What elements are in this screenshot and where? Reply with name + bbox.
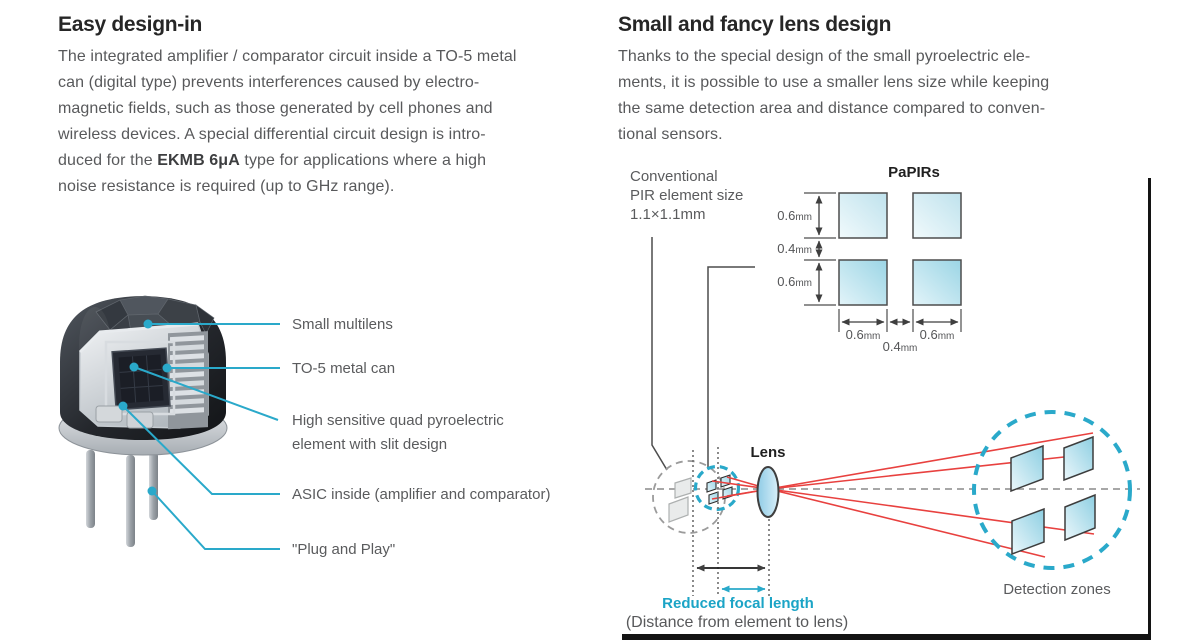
detection-zone-panels bbox=[1010, 435, 1096, 556]
sensor-pin bbox=[149, 452, 158, 520]
h-dim-1: 0.6mm bbox=[846, 327, 881, 342]
element-square bbox=[912, 259, 962, 306]
element-square bbox=[912, 192, 962, 239]
conv-label-line1: Conventional bbox=[630, 168, 718, 185]
body-line: the same detection area and distance com… bbox=[618, 100, 1046, 117]
body-line: magnetic fields, such as those generated… bbox=[58, 100, 493, 117]
pyroelectric-chip bbox=[111, 347, 171, 411]
connector-lines bbox=[651, 237, 755, 471]
conventional-elements bbox=[668, 477, 692, 523]
bold-product-name: EKMB 6μA bbox=[157, 152, 240, 169]
conventional-size-label: Conventional PIR element size 1.1×1.1mm bbox=[630, 168, 743, 223]
label-quad-element-line1: High sensitive quad pyroelectric bbox=[292, 412, 504, 429]
v-dim-3: 0.6mm bbox=[777, 274, 812, 289]
detection-zones-circle bbox=[972, 410, 1132, 570]
element-square bbox=[838, 192, 888, 239]
v-dim-2: 0.4mm bbox=[777, 241, 812, 256]
papirs-title: PaPIRs bbox=[888, 164, 940, 181]
sensor-pin bbox=[86, 450, 95, 528]
body-line: duced for the EKMB 6μA type for applicat… bbox=[58, 152, 487, 169]
element-square bbox=[838, 259, 888, 306]
label-quad-element-line2: element with slit design bbox=[292, 436, 447, 453]
body-line: tional sensors. bbox=[618, 126, 723, 143]
papirs-element-squares bbox=[838, 192, 962, 306]
page-border-bottom bbox=[622, 634, 1151, 640]
body-line: Thanks to the special design of the smal… bbox=[618, 48, 1031, 65]
h-dim-3: 0.6mm bbox=[920, 327, 955, 342]
asic-fins bbox=[168, 331, 208, 430]
detection-panel bbox=[1064, 493, 1096, 542]
left-paragraph: The integrated amplifier / comparator ci… bbox=[58, 44, 517, 200]
cutaway-rim bbox=[78, 322, 199, 354]
sensor-pin bbox=[126, 455, 135, 547]
callout-lines bbox=[122, 323, 280, 550]
terminal-clamp bbox=[95, 405, 123, 423]
label-plug-and-play: "Plug and Play" bbox=[292, 541, 395, 558]
label-asic-inside: ASIC inside (amplifier and comparator) bbox=[292, 486, 550, 503]
sensor-figure: Small multilens TO-5 metal can High sens… bbox=[58, 295, 550, 558]
detection-zones-label: Detection zones bbox=[1003, 581, 1111, 598]
page-border-vertical bbox=[1148, 178, 1151, 640]
lens-design-figure: Conventional PIR element size 1.1×1.1mm … bbox=[626, 164, 1140, 631]
lens-shape bbox=[756, 466, 780, 518]
lens-label: Lens bbox=[750, 444, 785, 461]
right-heading: Small and fancy lens design bbox=[618, 13, 892, 36]
right-paragraph: Thanks to the special design of the smal… bbox=[618, 44, 1049, 148]
left-heading: Easy design-in bbox=[58, 13, 203, 36]
body-line: wireless devices. A special differential… bbox=[58, 126, 486, 143]
body-line: ments, it is possible to use a smaller l… bbox=[618, 74, 1050, 91]
label-to5-metal-can: TO-5 metal can bbox=[292, 360, 395, 377]
distance-note: (Distance from element to lens) bbox=[626, 614, 848, 631]
reduced-focal-label: Reduced focal length bbox=[662, 595, 814, 612]
papirs-element-circle bbox=[693, 464, 741, 512]
callout-dots bbox=[118, 319, 172, 496]
detection-panel bbox=[1063, 435, 1094, 482]
h-dim-2: 0.4mm bbox=[883, 339, 918, 354]
detection-panel bbox=[1011, 507, 1045, 556]
vertical-dimension-ticks bbox=[804, 192, 836, 306]
body-line: can (digital type) prevents interference… bbox=[58, 74, 480, 91]
conv-label-line3: 1.1×1.1mm bbox=[630, 206, 705, 223]
detection-panel bbox=[1010, 444, 1044, 493]
conv-label-line2: PIR element size bbox=[630, 187, 743, 204]
horizontal-dimension-ticks bbox=[838, 309, 962, 332]
body-line: The integrated amplifier / comparator ci… bbox=[58, 48, 517, 65]
body-line: noise resistance is required (up to GHz … bbox=[58, 178, 395, 195]
pir-sensor-illustration bbox=[58, 295, 228, 547]
v-dim-1: 0.6mm bbox=[777, 208, 812, 223]
measurement-dotted-lines bbox=[692, 447, 770, 596]
label-small-multilens: Small multilens bbox=[292, 316, 393, 333]
